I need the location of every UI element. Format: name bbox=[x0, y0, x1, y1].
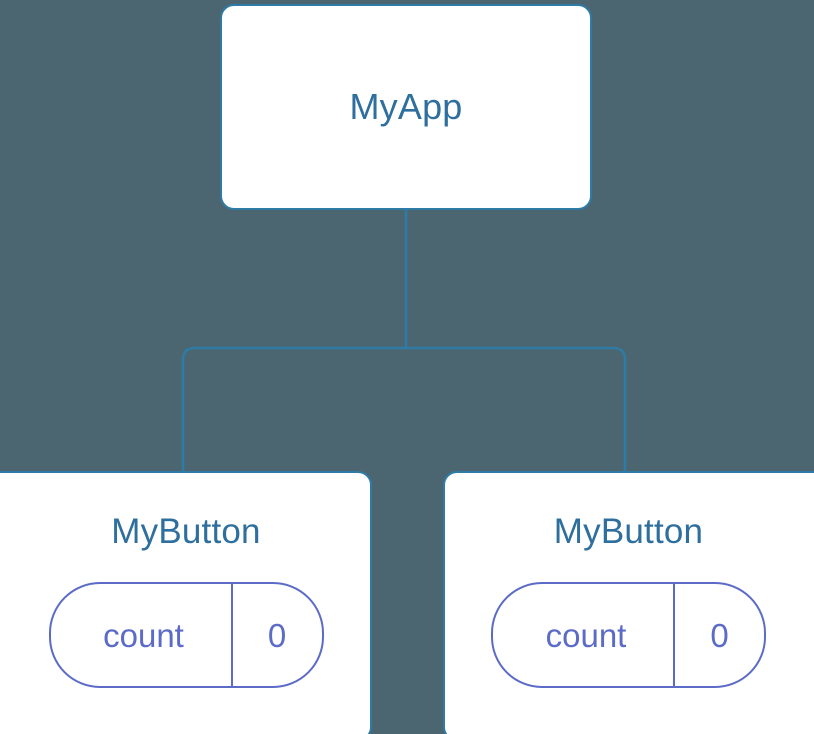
edge-to-child-0 bbox=[181, 346, 406, 474]
node-title: MyApp bbox=[349, 86, 463, 127]
node-content: MyButton count 0 bbox=[48, 512, 324, 688]
tree-node-myapp[interactable]: MyApp bbox=[220, 4, 592, 210]
node-title: MyButton bbox=[553, 512, 704, 551]
tree-node-mybutton-0[interactable]: MyButton count 0 bbox=[0, 471, 372, 734]
state-pill-count[interactable]: count 0 bbox=[491, 582, 766, 688]
state-pill-value: 0 bbox=[267, 616, 287, 654]
edge-to-child-1 bbox=[406, 346, 627, 474]
node-title: MyButton bbox=[111, 512, 261, 551]
state-pill-value: 0 bbox=[710, 616, 729, 654]
state-pill-divider bbox=[673, 584, 675, 686]
state-pill-divider bbox=[230, 584, 233, 686]
state-pill-key: count bbox=[545, 616, 627, 654]
state-pill-count[interactable]: count 0 bbox=[48, 582, 324, 688]
node-content: MyButton count 0 bbox=[491, 514, 766, 688]
state-pill-key: count bbox=[103, 616, 184, 654]
tree-node-mybutton-1[interactable]: MyButton count 0 bbox=[443, 471, 814, 734]
